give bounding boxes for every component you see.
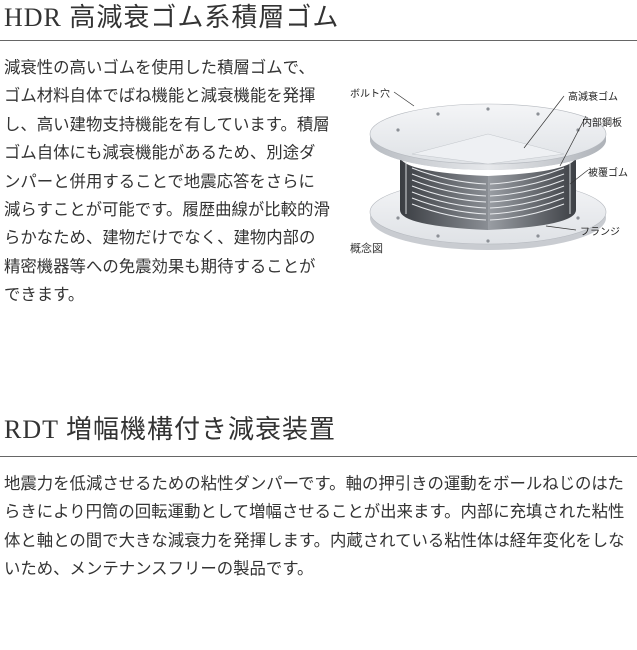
hdr-description: 減衰性の高いゴムを使用した積層ゴムで、ゴム材料自体でばね機能と減衰機能を発揮し、… <box>4 58 330 305</box>
label-cover-rubber: 被覆ゴム <box>588 168 628 179</box>
label-inner-steel-plate: 内部鋼板 <box>582 118 622 129</box>
label-bolt-hole: ボルト穴 <box>350 89 390 100</box>
section-title-hdr: HDR 高減衰ゴム系積層ゴム <box>4 3 340 32</box>
title-divider <box>0 456 637 457</box>
rubber-bearing-illustration <box>369 91 607 250</box>
figure-caption: 概念図 <box>350 242 383 255</box>
label-flange: フランジ <box>580 227 620 238</box>
title-divider <box>0 40 637 41</box>
label-high-damping-rubber: 高減衰ゴム <box>568 92 618 103</box>
rdt-description: 地震力を低減させるための粘性ダンパーです。軸の押引きの運動をボールねじのはたらき… <box>4 474 625 579</box>
section-title-rdt: RDT 増幅機構付き減衰装置 <box>4 415 337 444</box>
